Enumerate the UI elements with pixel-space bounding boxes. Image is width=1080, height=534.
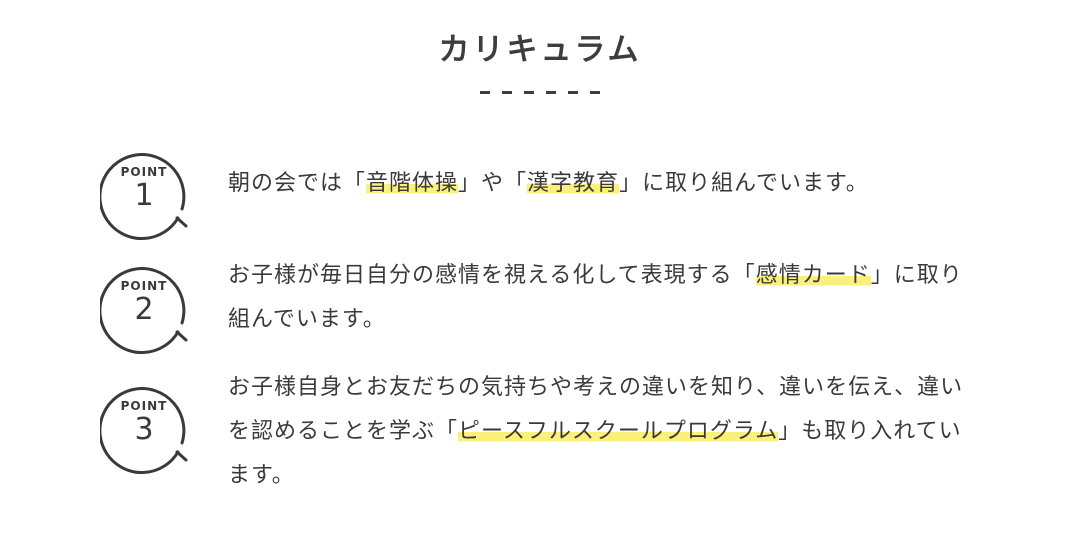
divider-dash	[524, 91, 534, 94]
point-number: 1	[134, 178, 154, 213]
point-label: POINT	[120, 399, 168, 413]
point-description: お子様自身とお友だちの気持ちや考えの違いを知り、違いを伝え、違いを認めることを学…	[228, 366, 978, 498]
point-number: 2	[134, 292, 154, 327]
text-segment: 」も取り入れています。	[228, 419, 962, 488]
text-segment: お子様が毎日自分の感情を視える化して表現する「	[228, 263, 756, 288]
point-description: お子様が毎日自分の感情を視える化して表現する「感情カード」に取り組んでいます。	[228, 254, 978, 342]
divider-dash	[502, 91, 512, 94]
point-badge: POINT 1	[100, 146, 196, 242]
speech-bubble-icon	[100, 153, 188, 241]
divider-dash	[568, 91, 578, 94]
heading-section: カリキュラム	[0, 28, 1080, 72]
divider-dash	[480, 91, 490, 94]
highlighted-text: 漢字教育	[527, 171, 620, 196]
highlighted-text: ピースフルスクールプログラム	[458, 419, 779, 444]
point-label: POINT	[120, 279, 168, 293]
divider-dash	[546, 91, 556, 94]
text-segment: 」や「	[458, 171, 528, 196]
speech-bubble-icon	[100, 387, 188, 475]
title-dashed-divider	[480, 91, 600, 95]
text-segment: 」に取り組んでいます。	[228, 263, 963, 332]
text-segment: 朝の会では「	[228, 171, 367, 196]
highlighted-text: 感情カード	[755, 263, 871, 288]
page-title: カリキュラム	[420, 28, 660, 72]
speech-bubble-icon	[100, 267, 188, 355]
point-number: 3	[134, 412, 154, 447]
point-label: POINT	[120, 165, 168, 179]
highlighted-text: 音階体操	[366, 171, 459, 196]
divider-dash	[590, 91, 600, 94]
text-segment: 」に取り組んでいます。	[619, 171, 869, 196]
point-badge: POINT 2	[100, 260, 196, 356]
text-segment: お子様自身とお友だちの気持ちや考えの違いを知り、違いを伝え、違いを認めることを学…	[228, 375, 964, 444]
point-badge: POINT 3	[100, 380, 196, 476]
point-description: 朝の会では「音階体操」や「漢字教育」に取り組んでいます。	[228, 162, 988, 206]
